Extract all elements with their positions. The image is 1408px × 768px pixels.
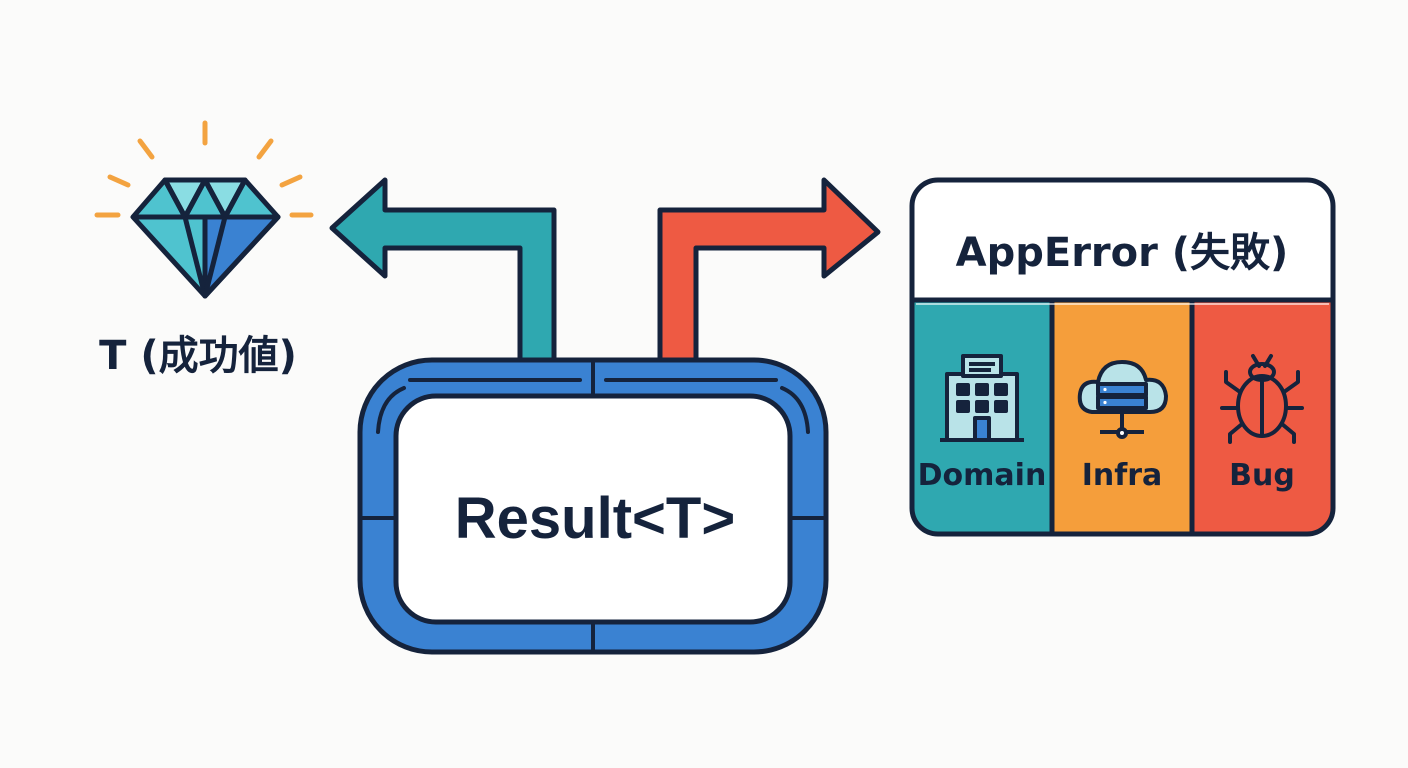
success-arrow xyxy=(329,177,557,363)
sparkle-icon xyxy=(94,120,314,218)
result-label: Result<T> xyxy=(455,486,735,551)
error-arrow xyxy=(657,177,881,363)
app-error-title: AppError (失敗) xyxy=(956,230,1289,276)
bug-icon xyxy=(1220,354,1304,444)
success-label: T (成功値) xyxy=(99,333,297,379)
result-container: Result<T> xyxy=(357,357,829,655)
app-error-box: AppError (失敗) Domain xyxy=(909,177,1336,537)
bug-label: Bug xyxy=(1229,458,1295,493)
diamond-icon xyxy=(130,177,281,299)
building-icon xyxy=(940,354,1024,442)
domain-label: Domain xyxy=(918,458,1047,493)
infra-label: Infra xyxy=(1082,458,1163,493)
cloud-server-icon xyxy=(1077,360,1168,439)
